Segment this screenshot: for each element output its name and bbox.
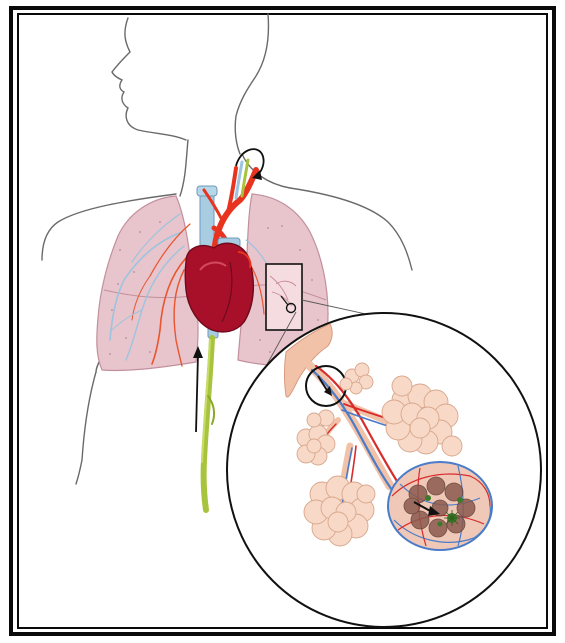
left-arm-inner: [76, 372, 96, 484]
magnified-view: [227, 313, 541, 627]
capillary-alveolar-sac: [388, 462, 492, 550]
neck-front: [180, 140, 188, 196]
emboli-spikes: [444, 510, 460, 526]
inferior-vessels: [202, 338, 214, 510]
lung-inset-box: [266, 264, 302, 330]
head-outline: [112, 18, 186, 140]
left-lung: [97, 196, 198, 371]
head-back: [235, 14, 268, 154]
